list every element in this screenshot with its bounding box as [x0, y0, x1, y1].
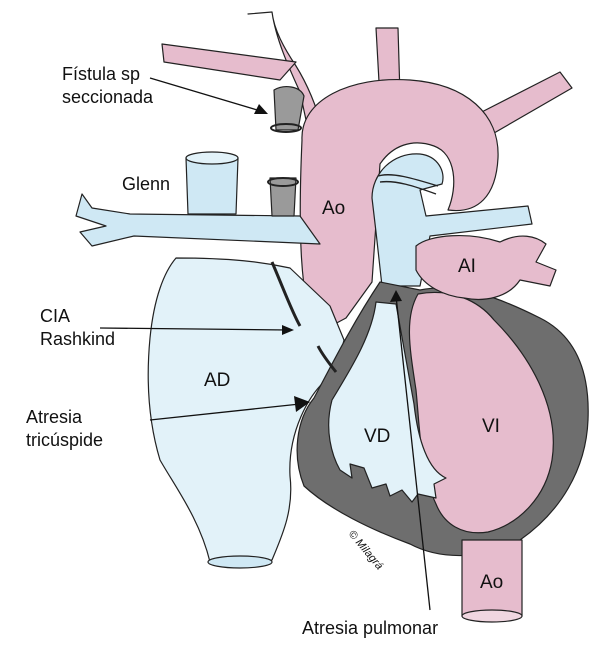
- fistula-ring-lower: [267, 177, 299, 187]
- arrow-atresia-pulmonar: [395, 295, 431, 611]
- fistula-ring-upper: [270, 123, 302, 133]
- arrowhead-fistula: [254, 104, 268, 114]
- label-ao-top: Ao: [322, 198, 345, 219]
- label-ai: AI: [458, 256, 476, 277]
- ductus-loop: [377, 174, 439, 187]
- label-fistula-line2: seccionada: [62, 87, 154, 107]
- arrowhead-atresia-pulmonar: [390, 290, 402, 302]
- atrial-septum-defect-line: [270, 261, 338, 373]
- right-ventricle: [328, 301, 447, 503]
- label-ao-bottom: Ao: [480, 572, 503, 593]
- fistula-upper: [273, 86, 305, 131]
- copyright-label: © Milagrá: [346, 528, 386, 572]
- right-pulmonary-artery: [75, 193, 321, 247]
- label-ad: AD: [204, 370, 230, 391]
- arrow-atresia-tricuspide: [149, 403, 301, 421]
- label-cia-line2: Rashkind: [40, 329, 115, 349]
- label-vi: VI: [482, 416, 500, 437]
- arrowhead-atresia-tricuspide: [294, 396, 310, 412]
- pulmonary-artery: [371, 153, 533, 287]
- glenn-svc: [185, 157, 239, 215]
- glenn-top: [185, 151, 239, 165]
- left-ventricle: [408, 291, 554, 534]
- label-atresia-pulmonar: Atresia pulmonar: [302, 618, 438, 638]
- label-fistula-line1: Fístula sp: [62, 64, 140, 84]
- label-atresia-tricuspide-line1: Atresia: [26, 407, 83, 427]
- label-glenn: Glenn: [122, 174, 170, 194]
- descending-aorta-end: [461, 609, 523, 623]
- arrow-cia: [99, 327, 289, 331]
- arrowhead-cia: [282, 325, 294, 335]
- left-atrium: [415, 235, 557, 301]
- label-vd: VD: [364, 426, 390, 447]
- right-subclavian-artery: [161, 43, 297, 81]
- label-atresia-tricuspide-line2: tricúspide: [26, 430, 103, 450]
- label-cia-line1: CIA: [40, 306, 70, 326]
- arrow-fistula: [149, 77, 265, 113]
- ivc-opening: [207, 555, 273, 569]
- fistula-lower: [269, 177, 297, 217]
- ductus-loop-2: [379, 180, 437, 195]
